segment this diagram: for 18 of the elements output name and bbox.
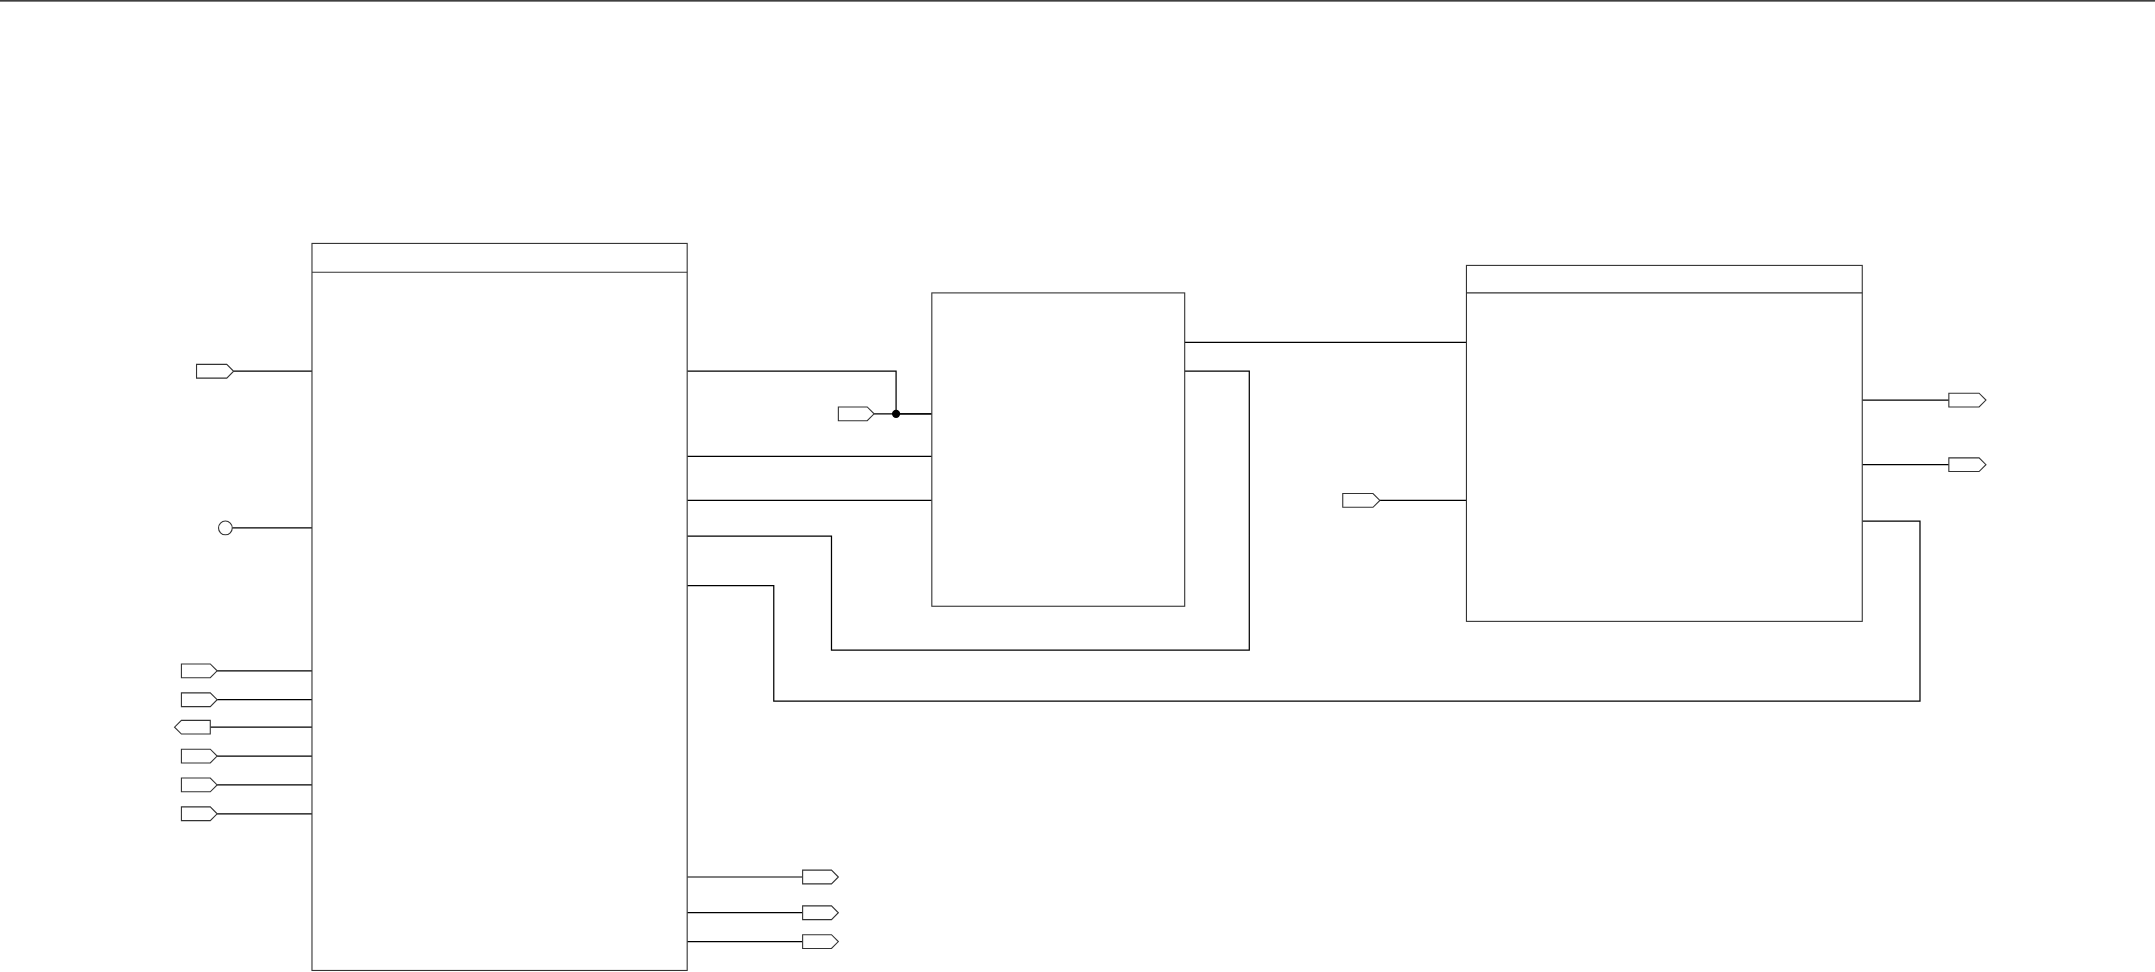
port-tag (180, 806, 218, 822)
block-box (311, 242, 688, 971)
port-tag (173, 719, 211, 735)
port-circle (217, 520, 233, 536)
block-box (931, 292, 1186, 607)
block-box (1465, 264, 1863, 622)
port-tag (837, 406, 875, 422)
port-tag (802, 869, 840, 885)
port-tag (1342, 493, 1381, 508)
port-tag (180, 663, 218, 679)
port-tag (802, 934, 840, 949)
port-tag (802, 905, 840, 921)
port-tag (180, 777, 218, 793)
port-tag (180, 692, 218, 708)
port-tag (1948, 392, 1987, 408)
port-tag (180, 748, 218, 764)
port-tag (1948, 457, 1987, 473)
port-tag (196, 363, 235, 379)
